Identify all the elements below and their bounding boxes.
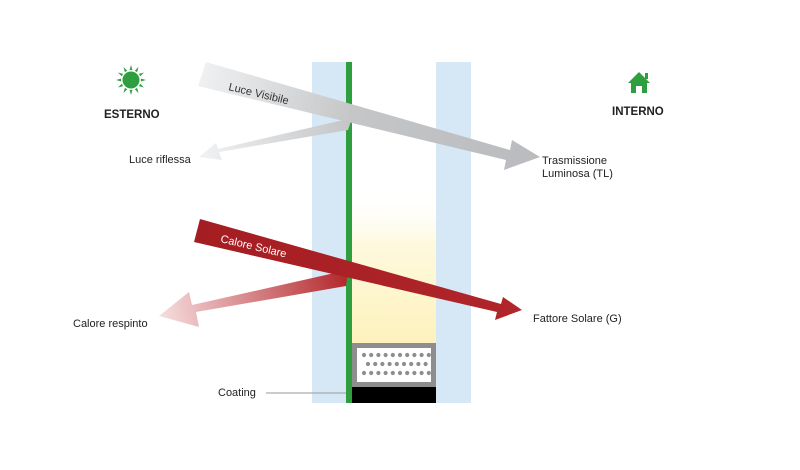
outside-label: ESTERNO — [104, 109, 160, 121]
rejected-heat-arrow — [159, 270, 348, 327]
sun-icon — [116, 65, 146, 95]
reflected-light-arrow — [199, 118, 352, 160]
light-transmission-label-1: Trasmissione — [542, 155, 607, 167]
inside-label: INTERNO — [612, 106, 664, 118]
solar-factor-label: Fattore Solare (G) — [533, 313, 622, 325]
solar-heat-arrow — [194, 219, 522, 320]
reflected-light-label: Luce riflessa — [129, 154, 191, 166]
inner-glass-pane — [436, 62, 471, 403]
visible-light-arrow — [198, 62, 540, 170]
rejected-heat-label: Calore respinto — [73, 318, 148, 330]
sealant-bar — [352, 387, 436, 403]
coating-layer — [346, 62, 352, 403]
house-icon — [628, 72, 650, 93]
light-transmission-label-2: Luminosa (TL) — [542, 168, 613, 180]
desiccant-dots — [361, 352, 431, 376]
coating-label: Coating — [218, 387, 256, 399]
